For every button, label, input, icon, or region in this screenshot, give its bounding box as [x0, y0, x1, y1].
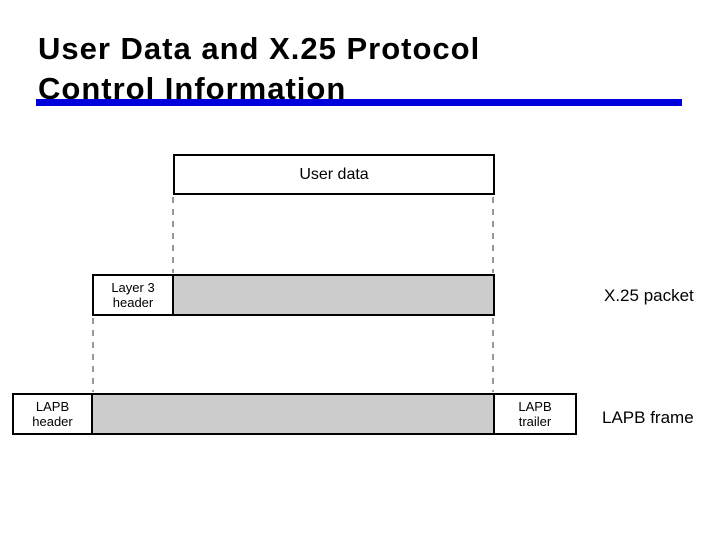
dashed-guide-line-right-lower	[492, 318, 494, 392]
x25-packet-body-box	[172, 274, 495, 316]
layer3-header-label-line-2: header	[112, 295, 154, 310]
lapb-header-box: LAPB header	[12, 393, 93, 435]
dashed-guide-line-left-lower	[92, 318, 94, 392]
layer3-header-label-line-1: Layer 3	[111, 280, 155, 295]
lapb-frame-body-box	[91, 393, 495, 435]
lapb-trailer-label-line-2: trailer	[518, 414, 552, 429]
lapb-frame-label: LAPB frame	[602, 408, 694, 427]
user-data-box: User data	[173, 154, 495, 195]
page-title: User Data and X.25 Protocol Control Info…	[38, 29, 480, 109]
lapb-header-label-line-2: header	[32, 414, 73, 429]
layer3-header-box: Layer 3 header	[92, 274, 174, 316]
lapb-trailer-label-line-1: LAPB	[518, 399, 552, 414]
dashed-guide-line-left-upper	[172, 197, 174, 273]
x25-packet-label: X.25 packet	[604, 286, 694, 305]
page-title-line-1: User Data and X.25 Protocol	[38, 30, 481, 66]
lapb-header-label-line-1: LAPB	[35, 399, 70, 414]
lapb-trailer-box: LAPB trailer	[493, 393, 577, 435]
title-underline-rule	[36, 99, 682, 106]
user-data-label: User data	[299, 165, 369, 183]
dashed-guide-line-right-upper	[492, 197, 494, 273]
